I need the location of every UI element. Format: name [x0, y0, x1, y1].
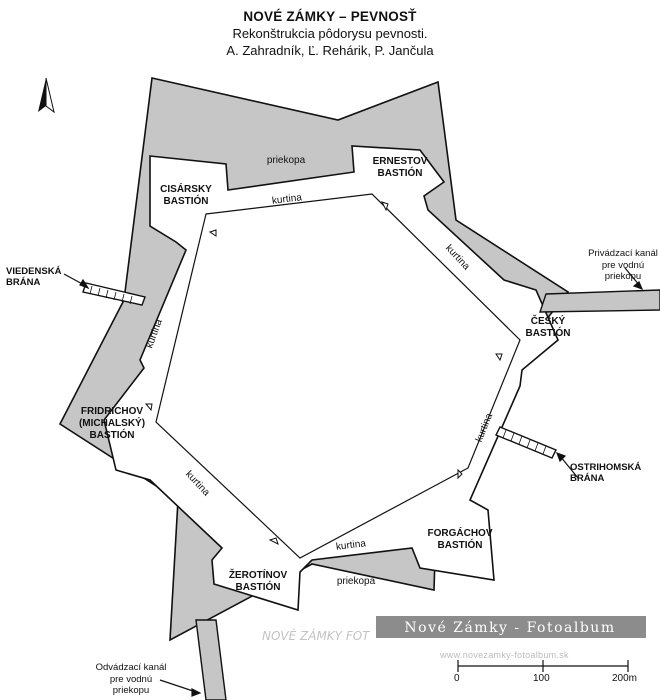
ostrihomska-bridge — [495, 426, 557, 459]
label-forgachov-bastion: FORGÁCHOV BASTIÓN — [427, 528, 493, 551]
label-viedenska-gate-text: VIEDENSKÁ BRÁNA — [6, 266, 62, 288]
logo-watermark: NOVÉ ZÁMKY FOTOALBUM — [262, 628, 370, 643]
album-banner — [376, 616, 646, 638]
label-viedenska-gate: VIEDENSKÁ BRÁNA — [6, 266, 61, 288]
scale-tick-0: 0 — [454, 673, 460, 684]
label-fridrichov-bastion: FRIDRICHOV (MICHALSKÝ) BASTIÓN — [78, 406, 146, 441]
curtain-notches — [144, 201, 503, 545]
gate-arrows — [63, 273, 579, 479]
label-outflow-canal: Odvádzací kanál pre vodnú priekopu — [95, 662, 167, 696]
logo-watermark-tspan: NOVÉ ZÁMKY FOTOALBUM — [262, 628, 370, 643]
label-priekopa-south: priekopa — [336, 576, 376, 587]
north-arrow-icon — [38, 77, 55, 114]
album-watermark: Nové Zámky - Fotoalbum — [404, 620, 616, 636]
label-priekopa-north: priekopa — [266, 155, 306, 166]
label-ostrihomska-gate-text: OSTRIHOMSKÁ BRÁNA — [570, 462, 642, 484]
url-watermark: www.novezamky-fotoalbum.sk — [440, 650, 569, 660]
scale-bar — [457, 660, 629, 672]
label-ostrihomska-gate: OSTRIHOMSKÁ BRÁNA — [570, 462, 641, 484]
canal-arrows — [159, 267, 644, 697]
canal-inflow — [539, 289, 660, 313]
canal-outflow — [195, 619, 227, 700]
label-ernestov-bastion: ERNESTOV BASTIÓN — [372, 156, 428, 179]
scale-tick-100: 100 — [533, 673, 550, 684]
label-cesky-bastion: ČESKÝ BASTIÓN — [525, 316, 571, 339]
viedenska-bridge — [82, 282, 146, 306]
courtyard — [155, 193, 521, 559]
map-title: NOVÉ ZÁMKY – PEVNOSŤ — [243, 9, 417, 24]
label-zerotinov-bastion: ŽEROTÍNOV BASTIÓN — [228, 570, 288, 593]
map-subtitle: Rekonštrukcia pôdorysu pevnosti. — [232, 26, 428, 41]
map-authors: A. Zahradník, Ľ. Rehárik, P. Jančula — [226, 43, 434, 58]
label-cisarsky-bastion: CISÁRSKY BASTIÓN — [160, 184, 212, 207]
logo-watermark-text: NOVÉ ZÁMKY FOTOALBUM — [262, 628, 370, 643]
scale-tick-200: 200m — [612, 673, 638, 684]
label-inflow-canal: Privádzací kanál pre vodnú priekopu — [588, 248, 658, 282]
